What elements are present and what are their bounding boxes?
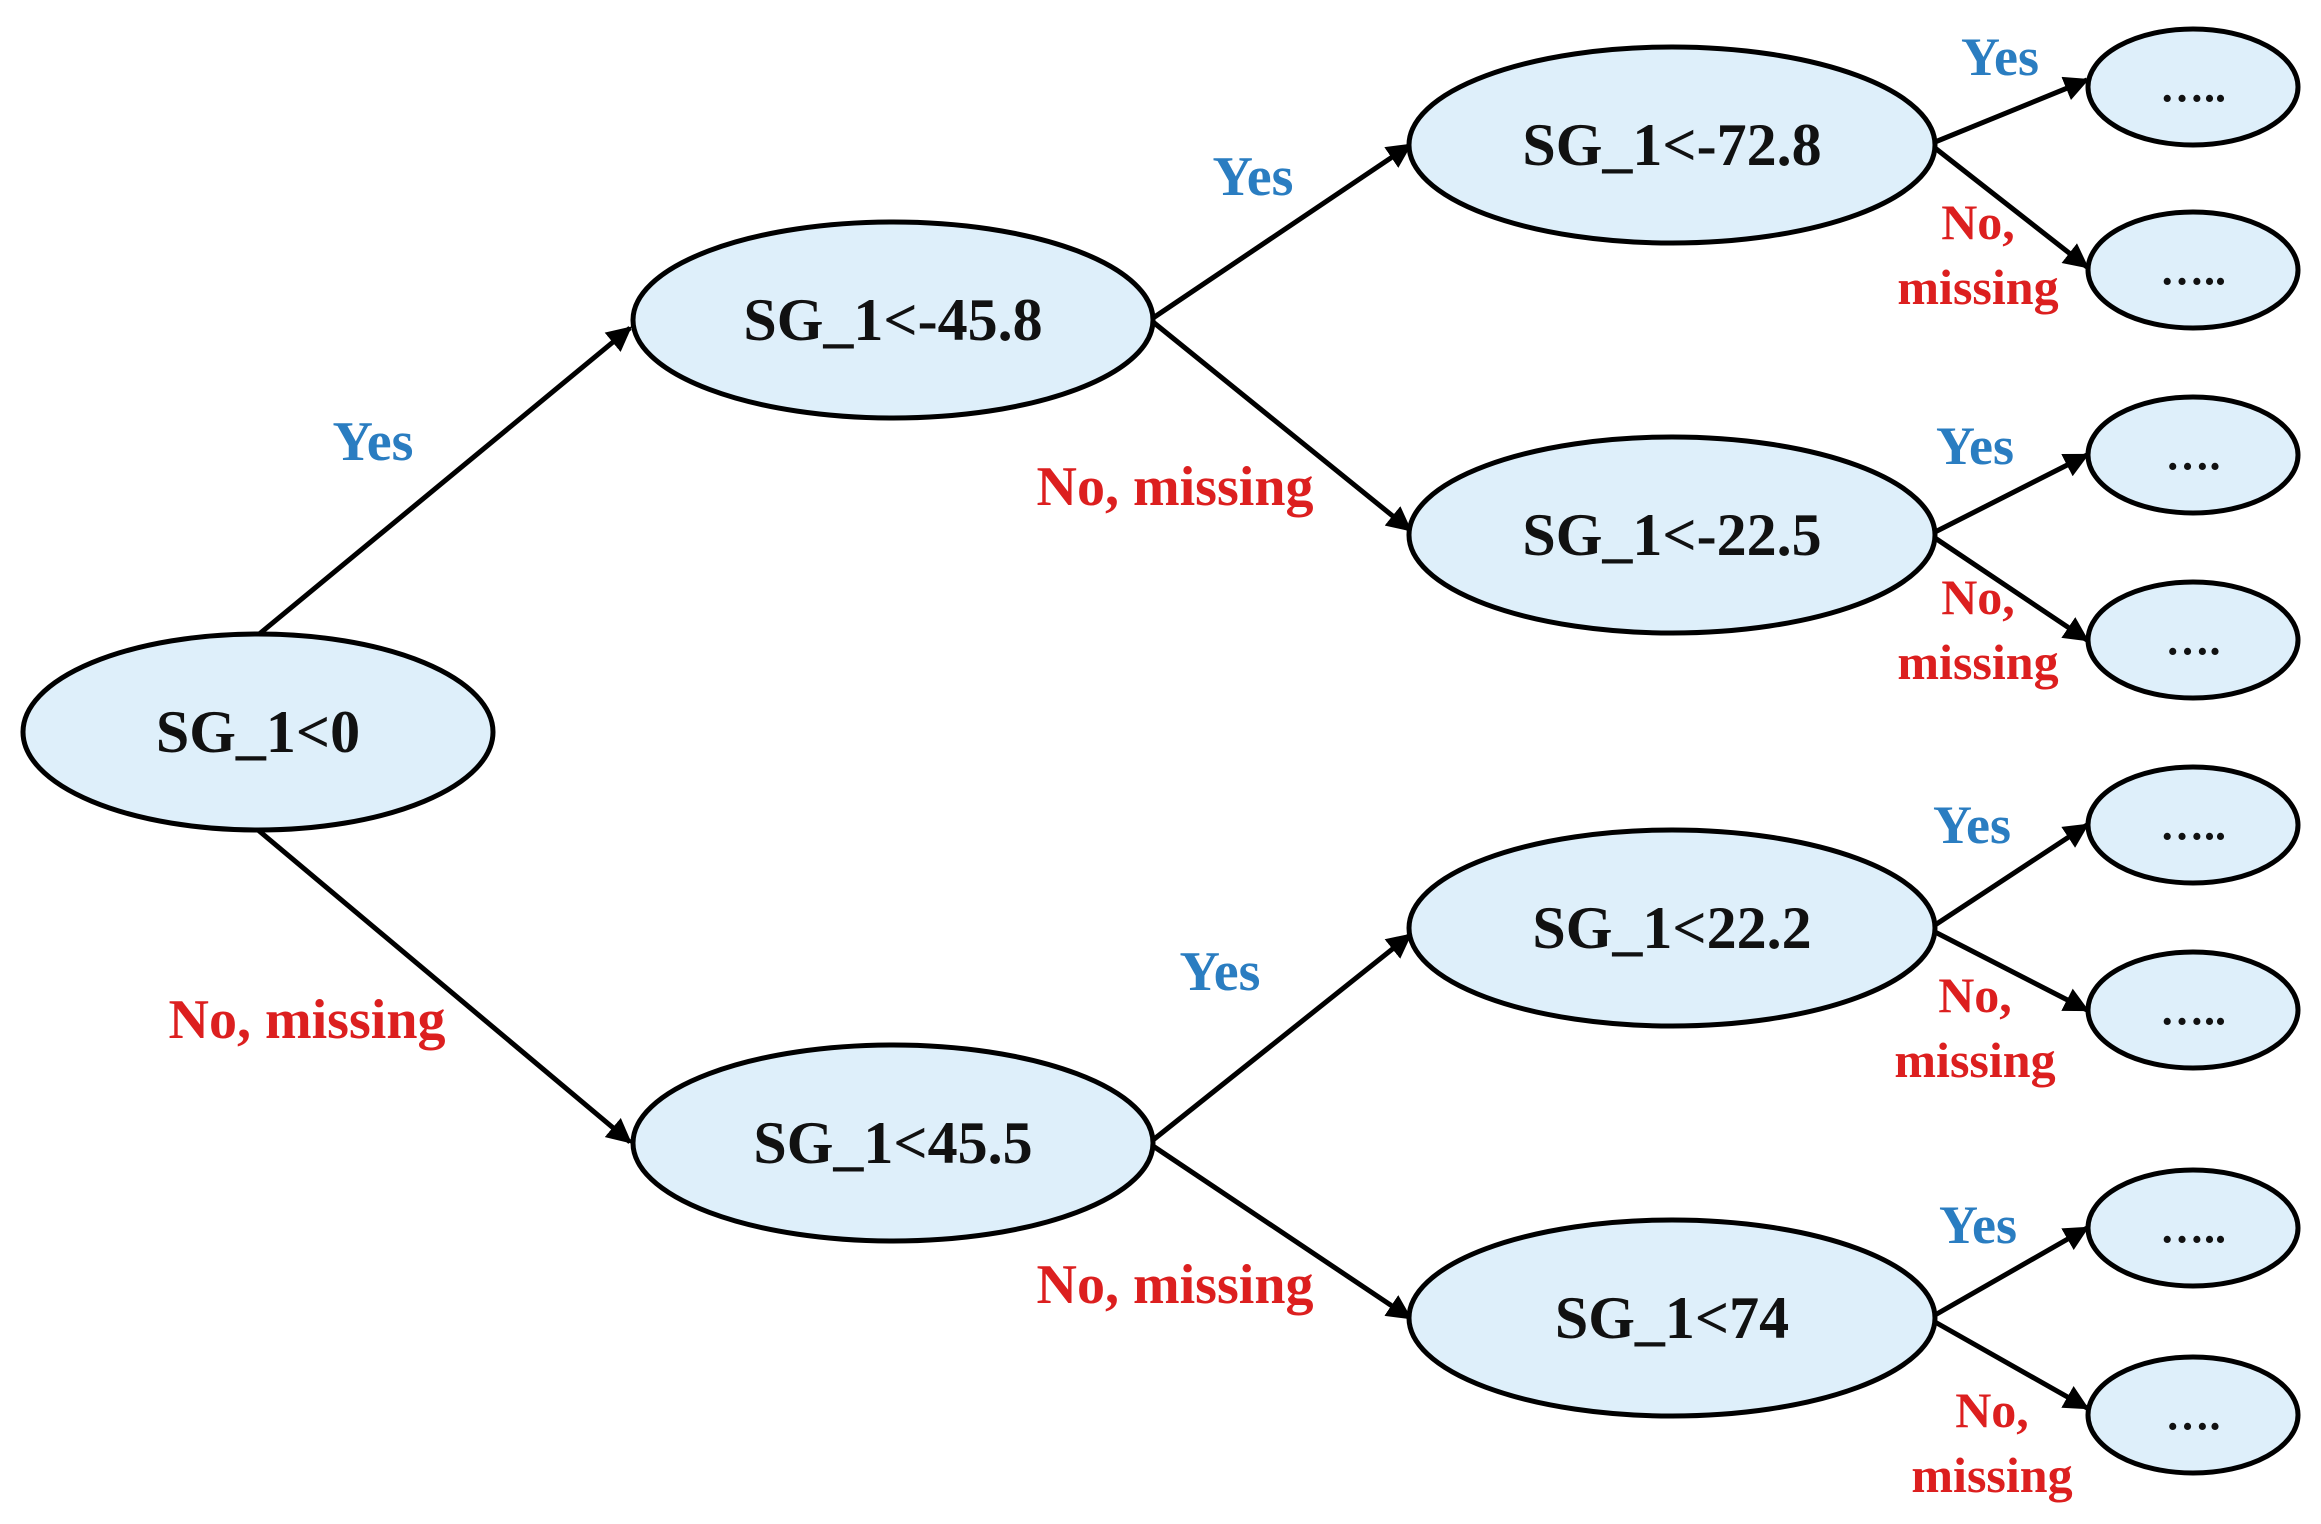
edge-l1-bottom-to-l2-d: [1151, 1143, 1413, 1321]
leaf-5: …..: [2085, 764, 2301, 886]
edge-label-no-missing-l1-top: No, missing: [1037, 456, 1314, 518]
leaf-4-ellipse: [2085, 579, 2301, 701]
edge-l2-b-to-leaf-3: [1933, 452, 2090, 535]
edge-root-to-l1-bottom: [256, 828, 632, 1144]
edge-label-yes-l2-c: Yes: [1933, 795, 2011, 855]
edge-label-no-l2-d: No,: [1955, 1382, 2029, 1438]
leaf-3: ….: [2085, 394, 2301, 516]
node-l2-c-ellipse: [1406, 827, 1938, 1029]
leaf-4-label: ….: [2166, 616, 2221, 665]
node-l2-a-label: SG_1<-72.8: [1522, 112, 1821, 178]
edge-l2-c-to-leaf-5: [1933, 822, 2090, 928]
edge-label-yes-l2-d: Yes: [1939, 1195, 2017, 1255]
leaf-2: …..: [2085, 209, 2301, 331]
edge-label-missing-l2-d: missing: [1911, 1447, 2072, 1503]
edge-label-no-missing-l1-bottom: No, missing: [1037, 1254, 1314, 1316]
edge-l1-bottom-to-l2-c: [1151, 933, 1412, 1142]
edge-label-yes-l2-a: Yes: [1961, 27, 2039, 87]
leaf-2-ellipse: [2085, 209, 2301, 331]
edge-l2-d-to-leaf-8: [1933, 1319, 2090, 1411]
edges: [256, 76, 2090, 1411]
edge-label-no-l2-b: No,: [1941, 569, 2015, 625]
node-l1-bottom: SG_1<45.5: [630, 1042, 1156, 1244]
leaf-1-label: …..: [2160, 63, 2226, 112]
node-l2-c: SG_1<22.2: [1406, 827, 1938, 1029]
edge-label-no-l2-c: No,: [1938, 967, 2012, 1023]
edge-l2-d-to-leaf-7: [1933, 1225, 2090, 1318]
node-l2-a-ellipse: [1406, 44, 1938, 246]
leaf-5-ellipse: [2085, 764, 2301, 886]
node-l1-bottom-ellipse: [630, 1042, 1156, 1244]
node-l2-c-label: SG_1<22.2: [1532, 895, 1811, 961]
leaf-1: …..: [2085, 26, 2301, 148]
leaf-6-ellipse: [2085, 949, 2301, 1071]
leaf-1-ellipse: [2085, 26, 2301, 148]
leaf-3-label: ….: [2166, 431, 2221, 480]
node-l1-top-ellipse: [630, 219, 1156, 421]
edge-label-missing-l2-c: missing: [1894, 1032, 2055, 1088]
edge-l2-c-to-leaf-6: [1933, 929, 2090, 1013]
node-l2-b-label: SG_1<-22.5: [1522, 502, 1821, 568]
node-l2-d-label: SG_1<74: [1555, 1285, 1789, 1351]
leaf-3-ellipse: [2085, 394, 2301, 516]
leaf-7-label: …..: [2160, 1204, 2226, 1253]
node-l2-d-ellipse: [1406, 1217, 1938, 1419]
node-root-ellipse: [20, 631, 496, 833]
leaf-6: …..: [2085, 949, 2301, 1071]
edge-label-yes-l1-top: Yes: [1213, 146, 1294, 208]
edge-label-no-missing-root: No, missing: [169, 989, 446, 1051]
node-l1-top-label: SG_1<-45.8: [743, 287, 1042, 353]
leaf-8-ellipse: [2085, 1354, 2301, 1476]
node-l2-b-ellipse: [1406, 434, 1938, 636]
node-l2-a: SG_1<-72.8: [1406, 44, 1938, 246]
edge-l2-a-to-leaf-1: [1934, 76, 2090, 145]
edge-label-yes-l1-bottom: Yes: [1180, 941, 1261, 1003]
edge-label-yes-l2-b: Yes: [1936, 416, 2014, 476]
edge-l2-b-to-leaf-4: [1933, 535, 2090, 643]
edge-label-missing-l2-b: missing: [1897, 634, 2058, 690]
leaf-4: ….: [2085, 579, 2301, 701]
edge-l1-top-to-l2-b: [1151, 320, 1412, 532]
edge-l1-top-to-l2-a: [1151, 142, 1413, 321]
leaf-2-label: …..: [2160, 246, 2226, 295]
edge-l2-a-to-leaf-2: [1933, 146, 2089, 269]
node-root: SG_1<0: [20, 631, 496, 833]
node-l2-b: SG_1<-22.5: [1406, 434, 1938, 636]
node-l1-top: SG_1<-45.8: [630, 219, 1156, 421]
edge-label-no-l2-a: No,: [1941, 194, 2015, 250]
leaf-5-label: …..: [2160, 801, 2226, 850]
leaf-8: ….: [2085, 1354, 2301, 1476]
edge-label-yes-root: Yes: [333, 411, 414, 473]
leaf-8-label: ….: [2166, 1391, 2221, 1440]
edge-label-missing-l2-a: missing: [1897, 259, 2058, 315]
node-l1-bottom-label: SG_1<45.5: [753, 1110, 1032, 1176]
node-l2-d: SG_1<74: [1406, 1217, 1938, 1419]
node-root-label: SG_1<0: [156, 699, 360, 765]
edge-root-to-l1-top: [256, 326, 632, 637]
leaf-7-ellipse: [2085, 1167, 2301, 1289]
leaf-7: …..: [2085, 1167, 2301, 1289]
leaf-6-label: …..: [2160, 986, 2226, 1035]
